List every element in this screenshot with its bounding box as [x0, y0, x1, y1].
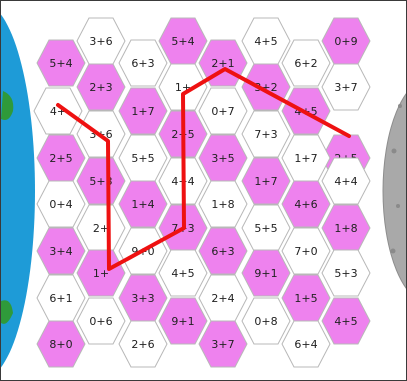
hex-cell[interactable]: 5+3: [77, 158, 125, 204]
hex-cell[interactable]: 5+5: [119, 135, 167, 181]
hex-cell[interactable]: 6+2: [282, 40, 330, 86]
hex-cell[interactable]: 2+: [77, 205, 125, 251]
hex-cell[interactable]: 7+0: [282, 228, 330, 274]
hex-cell-label: 1+7: [254, 175, 277, 188]
hex-cell-label: 1+8: [334, 222, 357, 235]
hex-cell-label: 1+4: [131, 198, 154, 211]
hex-cell[interactable]: 0+9: [322, 18, 370, 64]
hex-cell[interactable]: 4+6: [282, 181, 330, 227]
hex-cell[interactable]: 1+8: [199, 181, 247, 227]
hex-cell-label: 0+6: [89, 315, 112, 328]
hex-cell-label: 1+8: [211, 198, 234, 211]
hex-cell-label: 1+7: [131, 105, 154, 118]
hex-cell[interactable]: 4+5: [159, 250, 207, 296]
hex-cell-label: 6+3: [131, 57, 154, 70]
hex-cell[interactable]: 4+5: [242, 18, 290, 64]
hex-cell-label: 5+5: [131, 152, 154, 165]
hex-cell[interactable]: 1+5: [282, 275, 330, 321]
hex-cell-label: 6+4: [294, 338, 317, 351]
hex-cell-label: 3+7: [211, 338, 234, 351]
hex-cell[interactable]: 1+7: [242, 158, 290, 204]
hex-cell[interactable]: 2+5: [37, 135, 85, 181]
hex-cell[interactable]: 5+3: [322, 250, 370, 296]
hex-cell[interactable]: 6+3: [199, 228, 247, 274]
hex-cell-label: 6+2: [294, 57, 317, 70]
hex-cell-label: 0+8: [254, 315, 277, 328]
hex-cell[interactable]: 3+4: [37, 228, 85, 274]
hex-cell-label: 2+6: [131, 338, 154, 351]
hex-cell[interactable]: 1+7: [119, 88, 167, 134]
hex-cell-label: 4+5: [254, 35, 277, 48]
hex-cell[interactable]: 2+6: [119, 321, 167, 367]
hex-cell[interactable]: 8+0: [37, 321, 85, 367]
hex-cell[interactable]: 3+5: [199, 135, 247, 181]
hex-cell-label: 3+6: [89, 35, 112, 48]
hex-cell-label: 9+1: [254, 267, 277, 280]
hex-cell[interactable]: 4+: [34, 88, 82, 134]
hex-cell[interactable]: 5+4: [159, 18, 207, 64]
hex-cell-label: 5+5: [254, 222, 277, 235]
hex-cell-label: 3+3: [131, 292, 154, 305]
hex-cell[interactable]: 9+1: [159, 298, 207, 344]
hex-cell-label: 4+5: [171, 267, 194, 280]
hex-cell[interactable]: 0+4: [37, 181, 85, 227]
hex-cell[interactable]: 3+7: [322, 64, 370, 110]
hex-cell-label: 1+: [93, 267, 109, 280]
hex-cell-label: 7+0: [294, 245, 317, 258]
hex-cell-label: 0+9: [334, 35, 357, 48]
hex-cell[interactable]: 3+3: [119, 275, 167, 321]
hex-cell[interactable]: 3+6: [77, 18, 125, 64]
hex-cell-label: 3+7: [334, 81, 357, 94]
hex-cell[interactable]: 0+6: [77, 298, 125, 344]
hex-cell-label: 5+4: [171, 35, 194, 48]
hex-cell-label: 0+7: [211, 105, 234, 118]
hex-cell[interactable]: 2+4: [199, 275, 247, 321]
hex-cell-label: 4+4: [334, 175, 357, 188]
hex-cell[interactable]: 4+5: [322, 298, 370, 344]
hex-cell[interactable]: 1+4: [119, 181, 167, 227]
hex-cell[interactable]: 3+2: [242, 64, 290, 110]
hex-cell-label: 8+0: [49, 338, 72, 351]
hex-cell-label: 2+3: [89, 81, 112, 94]
hex-cell-label: 3+4: [49, 245, 72, 258]
hex-cell[interactable]: 5+4: [37, 40, 85, 86]
hex-cell[interactable]: 1+8: [322, 205, 370, 251]
hex-cell-label: 2+5: [49, 152, 72, 165]
hex-cell[interactable]: 0+7: [199, 88, 247, 134]
hex-cell-label: 5+4: [49, 57, 72, 70]
hex-cell[interactable]: 9+1: [242, 250, 290, 296]
hex-cell[interactable]: 2+3: [77, 64, 125, 110]
hex-cell-label: 1+7: [294, 152, 317, 165]
moon-icon: [383, 79, 407, 303]
hex-cell-label: 4+6: [294, 198, 317, 211]
hex-cell-label: 0+4: [49, 198, 72, 211]
hex-cell-label: 5+3: [334, 267, 357, 280]
hex-cell-label: 7+3: [254, 128, 277, 141]
hex-cell[interactable]: 1+7: [282, 135, 330, 181]
hex-cell-label: 2+4: [211, 292, 234, 305]
hex-cell-label: 3+5: [211, 152, 234, 165]
hex-cell[interactable]: 6+1: [37, 275, 85, 321]
hex-cell[interactable]: 1+: [77, 250, 125, 296]
earth-icon: [1, 3, 35, 379]
hex-cell[interactable]: 6+4: [282, 321, 330, 367]
hex-cell-label: 4+5: [334, 315, 357, 328]
hex-cell[interactable]: 7+3: [242, 111, 290, 157]
hex-cell[interactable]: 3+7: [199, 321, 247, 367]
hex-cell-label: 1+5: [294, 292, 317, 305]
hex-cell[interactable]: 0+8: [242, 298, 290, 344]
hex-cell-label: 9+1: [171, 315, 194, 328]
hex-cell[interactable]: 5+5: [242, 205, 290, 251]
hex-cell[interactable]: 6+3: [119, 40, 167, 86]
hex-cell-label: 6+1: [49, 292, 72, 305]
hex-cell-label: 6+3: [211, 245, 234, 258]
